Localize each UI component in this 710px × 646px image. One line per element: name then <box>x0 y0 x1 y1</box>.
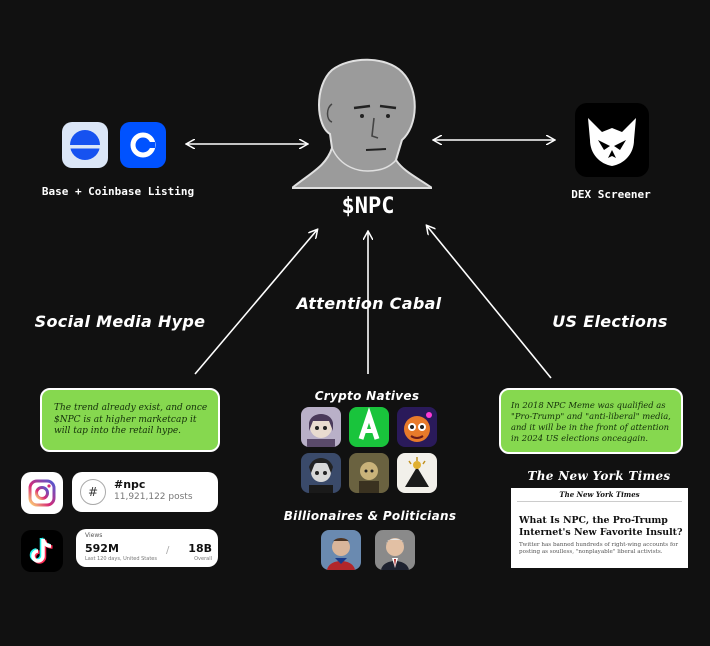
nyt-summary: Twitter has banned hundreds of right-win… <box>519 542 679 556</box>
nyt-masthead: The New York Times <box>559 490 640 499</box>
tiktok-logo-icon <box>21 530 63 572</box>
coinbase-logo-icon <box>120 122 166 168</box>
nyt-article-card[interactable]: The New York Times What Is NPC, the Pro-… <box>511 488 688 568</box>
branch-elections-label: US Elections <box>552 312 668 331</box>
crypto-native-avatar <box>301 453 341 493</box>
tiktok-total-caption: Overall <box>194 556 212 562</box>
politician-avatar <box>375 530 415 570</box>
billionaires-title: Billionaires & Politicians <box>283 509 457 523</box>
crypto-native-avatar <box>349 453 389 493</box>
crypto-natives-title: Crypto Natives <box>314 389 420 403</box>
branch-attention-label: Attention Cabal <box>296 294 442 313</box>
arrow-social-center <box>194 230 317 375</box>
billionaire-avatar <box>321 530 361 570</box>
tiktok-views-card: Views 592M Last 120 days, United States … <box>76 529 218 567</box>
branch-social-label: Social Media Hype <box>34 312 206 331</box>
crypto-native-avatar <box>349 407 389 447</box>
tiktok-views-total: 18B <box>188 542 212 555</box>
tiktok-views-label: Views <box>85 532 103 539</box>
nyt-rule <box>517 501 682 502</box>
center-label: $NPC <box>341 194 395 219</box>
nyt-headline[interactable]: What Is NPC, the Pro-Trump Internet's Ne… <box>519 515 683 538</box>
nyt-source-label: The New York Times <box>527 469 671 483</box>
crypto-native-avatar <box>301 407 341 447</box>
instagram-post-count: 11,921,122 posts <box>114 492 193 502</box>
right-node-label: DEX Screener <box>571 188 651 201</box>
social-note: The trend already exist, and once $NPC i… <box>40 388 220 452</box>
crypto-native-avatar <box>397 453 437 493</box>
dexscreener-logo-icon <box>575 103 649 177</box>
npc-wojak-head-icon <box>289 58 436 189</box>
elections-note: In 2018 NPC Meme was qualified as "Pro-T… <box>499 388 683 454</box>
tiktok-recent-caption: Last 120 days, United States <box>85 556 157 562</box>
arrow-elections-center <box>427 226 552 379</box>
instagram-hashtag: #npc <box>114 478 146 491</box>
npc-head <box>289 56 436 190</box>
hashtag-icon: # <box>80 479 106 505</box>
tiktok-views-recent: 592M <box>85 542 119 555</box>
crypto-native-avatar <box>397 407 437 447</box>
tiktok-divider: / <box>166 545 170 556</box>
instagram-logo-icon <box>21 472 63 514</box>
crypto-natives-grid <box>301 407 439 493</box>
base-logo-icon <box>62 122 108 168</box>
left-node-label: Base + Coinbase Listing <box>41 185 195 198</box>
instagram-hashtag-card: # #npc 11,921,122 posts <box>72 472 218 512</box>
